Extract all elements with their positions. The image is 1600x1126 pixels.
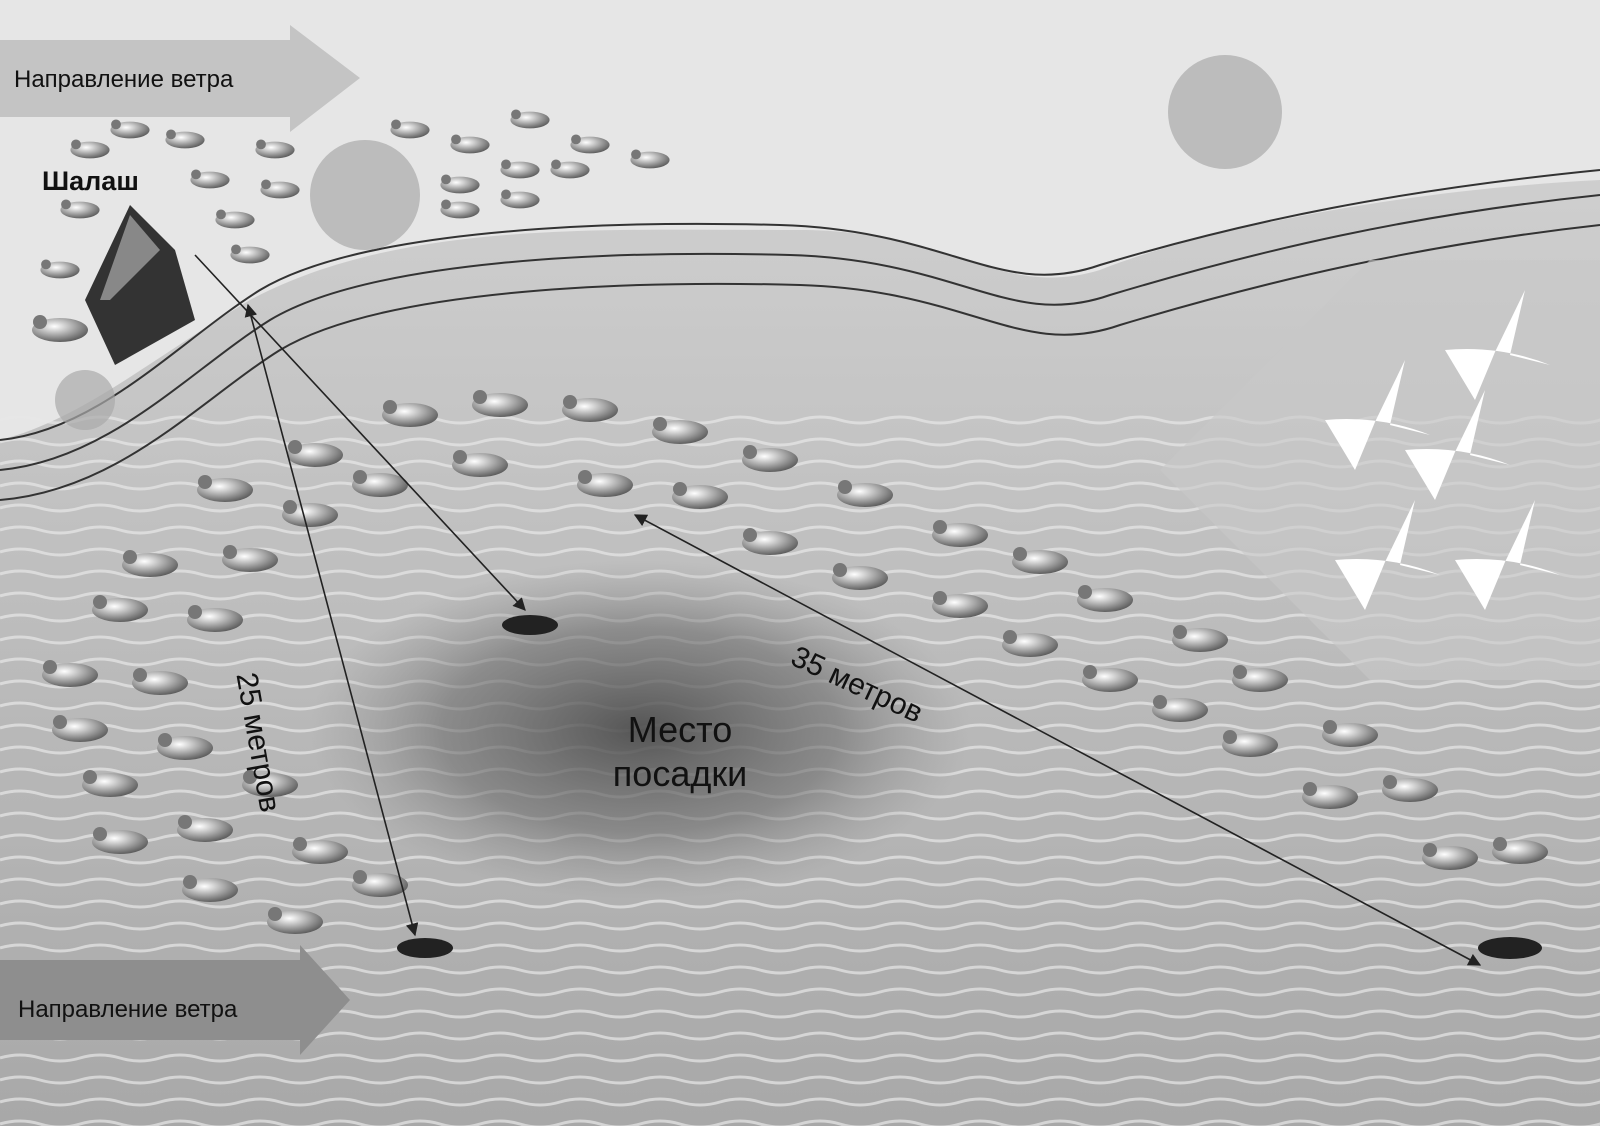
decoy-duck [1492, 837, 1548, 864]
decoy-duck [672, 482, 728, 509]
decoy-duck [500, 189, 540, 209]
decoy-duck [122, 550, 178, 577]
decoy-duck [197, 475, 253, 502]
decoy-duck [82, 770, 138, 797]
decoy-duck [577, 470, 633, 497]
decoy-duck [390, 119, 430, 139]
decoy-duck [32, 315, 88, 342]
decoy-duck [110, 119, 150, 139]
landing-line-1: Место [627, 709, 733, 750]
decoy-duck [472, 390, 528, 417]
decoy-duck [92, 827, 148, 854]
decoy-duck [452, 450, 508, 477]
wind-direction-label-bottom: Направление ветра [18, 996, 238, 1023]
flying-bird [1325, 360, 1430, 470]
trees [55, 55, 1282, 430]
decoy-duck [570, 134, 610, 154]
decoy-duck [742, 445, 798, 472]
decoy-duck [70, 139, 110, 159]
shore-lines [0, 169, 1600, 501]
decoy-duck [52, 715, 108, 742]
decoy-duck [652, 417, 708, 444]
decoy-duck [510, 109, 550, 129]
hut-icon [85, 205, 195, 365]
decoy-duck [92, 595, 148, 622]
decoy-duck [500, 159, 540, 179]
wave [0, 1097, 1600, 1107]
decoy-duck [260, 179, 300, 199]
decoy-duck [255, 139, 295, 159]
decoy-duck [157, 733, 213, 760]
decoy-duck [132, 668, 188, 695]
decoy-duck [187, 605, 243, 632]
flying-bird [1445, 290, 1550, 400]
decoy-duck [42, 660, 98, 687]
wave [0, 1119, 1600, 1126]
decoy-duck [450, 134, 490, 154]
flying-bird [1405, 390, 1510, 500]
landing-zone-label: Место посадки [560, 708, 800, 796]
decoy-duck [182, 875, 238, 902]
wind-direction-label-top: Направление ветра [14, 66, 234, 93]
landing-line-2: посадки [612, 753, 748, 794]
decoy-duck [215, 209, 255, 229]
decoy-duck [60, 199, 100, 219]
decoy-duck [165, 129, 205, 149]
wind-arrow-bottom [0, 945, 350, 1055]
wave [0, 1075, 1600, 1085]
decoy-duck [550, 159, 590, 179]
tree [55, 370, 115, 430]
decoy-duck [230, 244, 270, 264]
decoy-duck [837, 480, 893, 507]
hut-label: Шалаш [42, 166, 139, 196]
wind-arrow-top [0, 25, 360, 132]
decoy-duck [440, 199, 480, 219]
decoy-duck [630, 149, 670, 169]
tree [310, 140, 420, 250]
measure-lines [194, 254, 1482, 966]
decoy-duck [440, 174, 480, 194]
tree [1168, 55, 1282, 169]
decoy-duck [177, 815, 233, 842]
real-ducks [397, 615, 1542, 959]
flying-bird [1455, 500, 1560, 610]
decoy-duck [40, 259, 80, 279]
decoy-duck [562, 395, 618, 422]
decoy-duck [190, 169, 230, 189]
wave [0, 1053, 1600, 1063]
